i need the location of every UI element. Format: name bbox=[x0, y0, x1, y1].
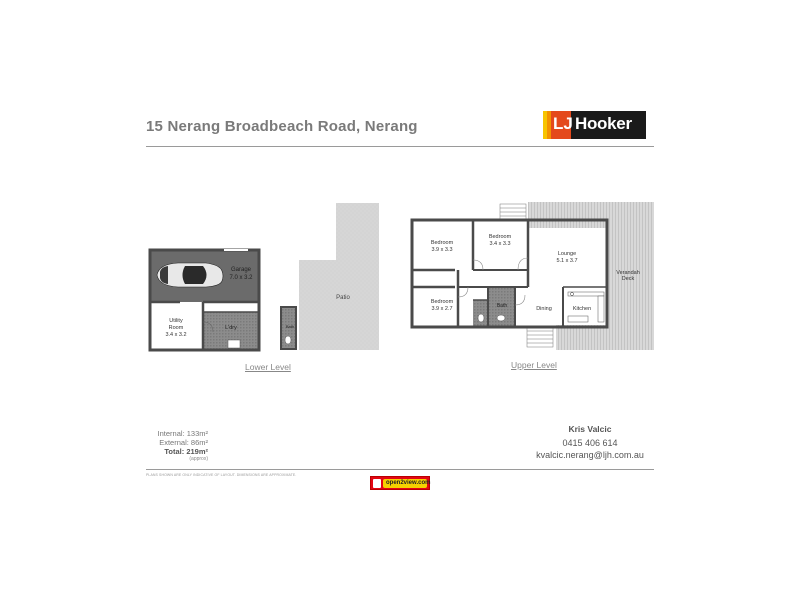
upper-walls bbox=[410, 218, 609, 329]
lower-bath bbox=[280, 306, 297, 350]
lower-outer-wall bbox=[148, 248, 261, 352]
bedroom2-label: Bedroom bbox=[489, 234, 512, 240]
logo-lj-text: LJ bbox=[553, 114, 573, 133]
agent-email[interactable]: kvalcic.nerang@ljh.com.au bbox=[536, 450, 644, 460]
dining-label: Dining bbox=[536, 306, 552, 312]
car-icon bbox=[156, 262, 224, 288]
upper-toilet bbox=[477, 313, 485, 323]
lj-hooker-logo: LJ Hooker bbox=[543, 111, 646, 139]
bedroom3-label: Bedroom bbox=[431, 299, 454, 305]
lounge-label: Lounge bbox=[558, 251, 576, 257]
upper-basin bbox=[496, 314, 506, 322]
lower-level-label: Lower Level bbox=[245, 362, 291, 372]
lower-toilet bbox=[284, 335, 292, 345]
internal-area: Internal: 133m² bbox=[157, 429, 208, 438]
agent-contact: Kris Valcic 0415 406 614 kvalcic.nerang@… bbox=[520, 424, 660, 461]
bedroom1-label: Bedroom bbox=[431, 240, 454, 246]
open2view-badge[interactable]: open2view.com bbox=[370, 476, 430, 490]
cooktop-icon bbox=[570, 292, 574, 296]
garage-size: 7.0 x 3.2 bbox=[229, 275, 253, 281]
laundry-label: L'dry bbox=[225, 325, 237, 331]
kitchen-bench-top bbox=[567, 291, 605, 297]
laundry-tub bbox=[227, 339, 241, 349]
patio bbox=[299, 203, 379, 350]
bedroom2-size: 3.4 x 3.3 bbox=[489, 241, 510, 247]
lounge-size: 5.1 x 3.7 bbox=[556, 258, 577, 264]
kitchen-bench-side bbox=[597, 295, 605, 323]
kitchen-label: Kitchen bbox=[573, 306, 591, 312]
bedroom3-size: 3.9 x 2.7 bbox=[431, 306, 452, 312]
upper-level-plan: Verandah Deck bbox=[410, 202, 654, 350]
external-area: External: 86m² bbox=[159, 438, 208, 447]
logo-stripe-orange bbox=[547, 111, 551, 139]
page-title: 15 Nerang Broadbeach Road, Nerang bbox=[146, 118, 418, 135]
header-divider bbox=[146, 146, 654, 147]
logo-stripe-yellow bbox=[543, 111, 547, 139]
open2view-text: open2view.com bbox=[386, 480, 431, 486]
agent-name: Kris Valcic bbox=[568, 424, 612, 434]
verandah-label: Verandah bbox=[616, 270, 640, 276]
deck-label: Deck bbox=[622, 276, 635, 282]
verandah-deck bbox=[528, 202, 654, 350]
disclaimer-text: PLANS SHOWN ARE ONLY INDICATIVE OF LAYOU… bbox=[146, 473, 297, 477]
utility-label: Utility bbox=[169, 318, 183, 324]
upper-level-label: Upper Level bbox=[511, 360, 557, 370]
approx-note: (approx) bbox=[189, 456, 208, 462]
utility-label-line2: Room bbox=[169, 325, 184, 331]
utility-room-floor bbox=[150, 302, 203, 349]
door-swings bbox=[457, 257, 529, 306]
footer-divider bbox=[146, 469, 654, 470]
garage-label: Garage bbox=[231, 267, 252, 273]
open2view-badge-inner bbox=[383, 479, 427, 488]
upper-toilet-floor bbox=[473, 300, 488, 327]
area-summary: Internal: 133m² External: 86m² Total: 21… bbox=[150, 429, 208, 462]
stairs-top bbox=[499, 203, 527, 222]
utility-size: 3.4 x 3.2 bbox=[165, 332, 186, 338]
stairs-bottom bbox=[526, 326, 554, 348]
agent-phone[interactable]: 0415 406 614 bbox=[562, 438, 618, 448]
bedroom1-size: 3.9 x 3.3 bbox=[431, 247, 452, 253]
logo-hooker-text: Hooker bbox=[575, 114, 632, 133]
logo-stripe-red bbox=[551, 111, 571, 139]
upper-bath-label: Bath bbox=[497, 303, 508, 309]
patio-label: Patio bbox=[336, 295, 350, 301]
open2view-camera-icon bbox=[373, 479, 381, 488]
lower-level-plan: Garage 7.0 x 3.2 Utility Room 3.4 x 3.2 … bbox=[148, 203, 379, 352]
kitchen-island bbox=[567, 315, 589, 323]
lower-bath-label: Bath bbox=[286, 324, 294, 329]
total-area: Total: 219m² bbox=[164, 447, 208, 456]
